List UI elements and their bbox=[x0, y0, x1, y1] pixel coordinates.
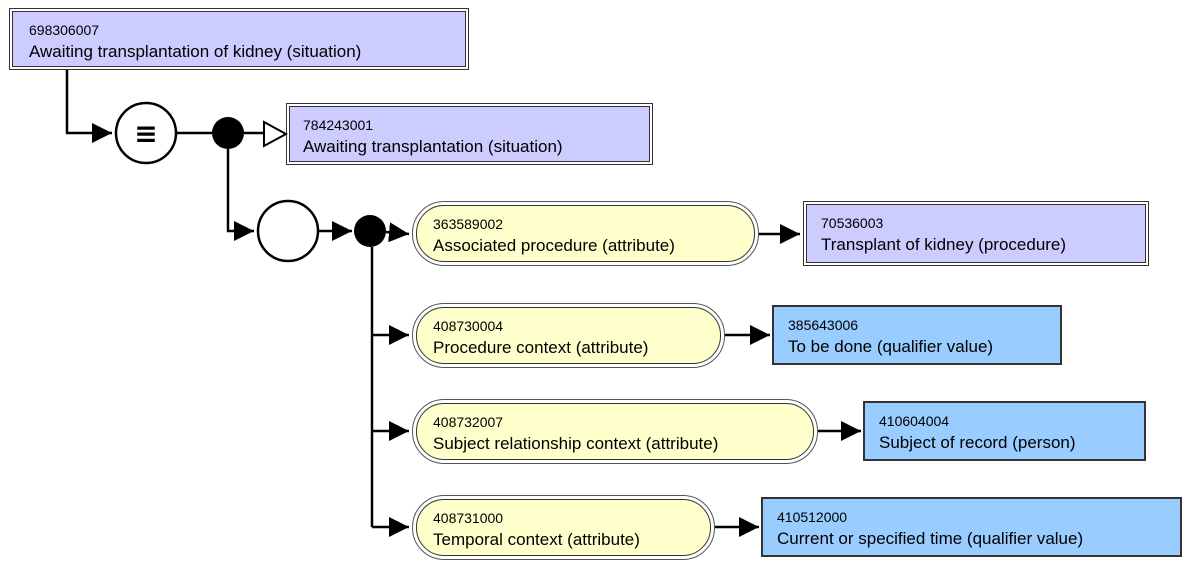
focus-concept-box[interactable]: 698306007 Awaiting transplantation of ki… bbox=[9, 8, 469, 70]
attribute-box[interactable]: 408732007 Subject relationship context (… bbox=[416, 403, 814, 460]
attribute-box-outline bbox=[412, 399, 818, 464]
value-concept-box[interactable]: 410604004 Subject of record (person) bbox=[863, 401, 1146, 461]
attribute-term: Subject relationship context (attribute) bbox=[433, 434, 719, 453]
concept-term: To be done (qualifier value) bbox=[788, 337, 994, 356]
concept-term: Transplant of kidney (procedure) bbox=[821, 235, 1067, 254]
connector-line bbox=[65, 70, 112, 143]
attribute-group-circle bbox=[256, 199, 320, 263]
attribute-code: 363589002 bbox=[433, 216, 504, 232]
concept-code: 698306007 bbox=[29, 22, 100, 38]
attribute-box-outline bbox=[412, 201, 759, 266]
attribute-term: Procedure context (attribute) bbox=[433, 338, 649, 357]
parent-concept-box[interactable]: 784243001 Awaiting transplantation (situ… bbox=[286, 103, 653, 165]
concept-term: Awaiting transplantation (situation) bbox=[303, 137, 563, 156]
attribute-code: 408730004 bbox=[433, 318, 504, 334]
connector-line bbox=[226, 149, 254, 241]
concept-code: 410604004 bbox=[879, 413, 950, 429]
concept-term: Subject of record (person) bbox=[879, 433, 1076, 452]
value-concept-box[interactable]: 385643006 To be done (qualifier value) bbox=[772, 305, 1062, 365]
group-conjunction-dot bbox=[354, 215, 386, 247]
concept-code: 784243001 bbox=[303, 117, 374, 133]
concept-term: Awaiting transplantation of kidney (situ… bbox=[29, 42, 362, 61]
attribute-code: 408731000 bbox=[433, 510, 504, 526]
is-a-arrow-icon bbox=[263, 120, 289, 148]
attribute-code: 408732007 bbox=[433, 414, 504, 430]
equivalence-symbol: ≡ bbox=[134, 117, 157, 150]
attribute-box[interactable]: 363589002 Associated procedure (attribut… bbox=[416, 205, 755, 262]
attribute-box[interactable]: 408731000 Temporal context (attribute) bbox=[416, 499, 711, 556]
attribute-box-outline bbox=[412, 495, 715, 560]
concept-code: 385643006 bbox=[788, 317, 859, 333]
value-concept-box[interactable]: 70536003 Transplant of kidney (procedure… bbox=[803, 201, 1149, 266]
conjunction-dot bbox=[212, 117, 244, 149]
concept-code: 70536003 bbox=[821, 215, 884, 231]
attribute-box[interactable]: 408730004 Procedure context (attribute) bbox=[416, 307, 721, 364]
concept-term: Current or specified time (qualifier val… bbox=[777, 529, 1084, 548]
attribute-term: Associated procedure (attribute) bbox=[433, 236, 675, 255]
value-concept-box[interactable]: 410512000 Current or specified time (qua… bbox=[761, 497, 1182, 557]
attribute-box-outline bbox=[412, 303, 725, 368]
connector-line bbox=[385, 222, 410, 243]
attribute-term: Temporal context (attribute) bbox=[433, 530, 640, 549]
concept-code: 410512000 bbox=[777, 509, 848, 525]
